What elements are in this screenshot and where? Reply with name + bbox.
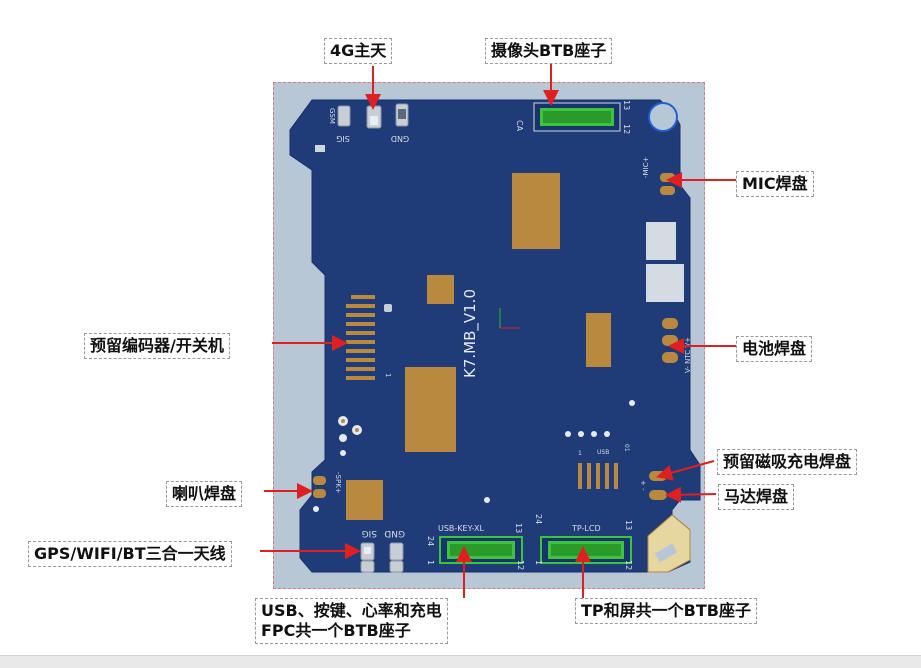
callout-magnetic-charge: 预留磁吸充电焊盘 [717,449,858,475]
silk-mic: -MIC+ [642,156,650,178]
magnetic-charge-pads [578,463,618,489]
silk-tp-13: 13 [624,520,633,530]
silk-usb-con: USB-KEY-XL [438,524,485,533]
via-rings [341,419,359,432]
callout-4g-antenna: 4G主天 [324,38,393,64]
arrow-motor [665,486,717,503]
silk-motor: + - [639,480,647,491]
silk-usb-12: 12 [516,560,525,570]
callout-speaker-pad: 喇叭焊盘 [166,481,243,507]
battery-pads [662,318,678,363]
silk-sig-top: SIG [336,134,350,143]
mounting-hole [648,102,678,132]
silk-usb-1: 1 [426,560,435,565]
silk-encoder-1: 1 [384,373,392,377]
callout-encoder-switch: 预留编码器/开关机 [84,333,230,359]
small-pad [315,145,325,152]
camera-btb-connector [533,102,621,132]
board-name-label: K7.MB_V1.0 [461,289,480,378]
antenna-4g-pads [337,103,409,129]
callout-gps-antenna: GPS/WIFI/BT三合一天线 [28,541,232,567]
callout-mic-pad: MIC焊盘 [736,171,814,197]
callout-motor-pad: 马达焊盘 [718,484,795,510]
pcb-board [289,99,701,573]
silk-speaker: -SPK+ [334,472,342,494]
silk-gsm: GSM [328,108,336,124]
window-bottom-strip [0,655,921,668]
silk-cam-13: 13 [622,100,631,110]
silk-tp-24: 24 [534,514,543,524]
silk-gnd-bottom: GND [384,528,405,538]
callout-camera-btb: 摄像头BTB座子 [485,38,613,64]
gold-chip-small [427,275,454,304]
gps-antenna-pads [360,542,404,573]
encoder-pads [346,295,392,380]
silk-battery: V- NTC V+ [684,337,692,373]
silk-usb-13: 13 [514,523,523,533]
gold-chip-bottom [346,480,383,520]
gold-chip-center [405,367,456,452]
silk-usb-pin01: 01 [623,444,630,452]
silk-ca: CA [515,120,524,132]
component-white-1 [646,222,676,260]
arrow-magnetic [656,460,715,481]
silk-tp-1: 1 [534,560,543,565]
callout-tp-btb: TP和屏共一个BTB座子 [575,598,757,624]
speaker-pads [313,476,326,498]
callout-arrows [260,62,736,598]
silk-usb-small: USB [597,449,609,456]
silk-usb-pin1: 1 [578,450,582,457]
silk-usb-24: 24 [426,536,435,546]
silk-gnd-top: GND [391,134,409,143]
gold-chip-right [586,313,611,367]
corner-notch [654,543,678,563]
silk-tp-12: 12 [624,560,633,570]
callout-usb-btb: USB、按键、心率和充电 FPC共一个BTB座子 [255,598,448,644]
component-white-2 [646,264,684,302]
silk-sig-bottom: SIG [362,528,377,538]
silk-tp-con: TP-LCD [571,524,601,533]
gold-chip-top [512,173,560,249]
usb-btb-connector [439,536,523,564]
callout-battery-pad: 电池焊盘 [736,336,813,362]
tp-btb-connector [540,536,632,564]
silk-cam-12: 12 [622,124,631,134]
